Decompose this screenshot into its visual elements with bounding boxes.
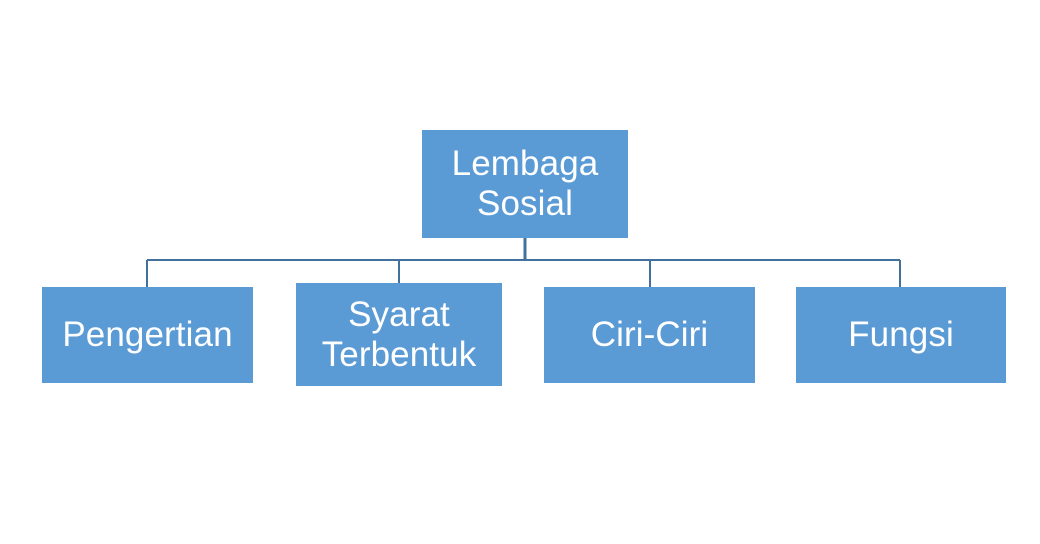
- node-ciri-ciri-label: Ciri-Ciri: [590, 315, 709, 355]
- node-pengertian[interactable]: Pengertian: [42, 287, 253, 383]
- node-syarat-terbentuk[interactable]: Syarat Terbentuk: [296, 283, 502, 386]
- node-ciri-ciri[interactable]: Ciri-Ciri: [544, 287, 755, 383]
- node-root-lembaga-sosial[interactable]: Lembaga Sosial: [422, 130, 628, 238]
- node-fungsi[interactable]: Fungsi: [796, 287, 1006, 383]
- node-root-label: Lembaga Sosial: [451, 144, 599, 223]
- node-syarat-terbentuk-label: Syarat Terbentuk: [321, 294, 477, 374]
- node-pengertian-label: Pengertian: [62, 315, 233, 355]
- node-fungsi-label: Fungsi: [848, 315, 954, 355]
